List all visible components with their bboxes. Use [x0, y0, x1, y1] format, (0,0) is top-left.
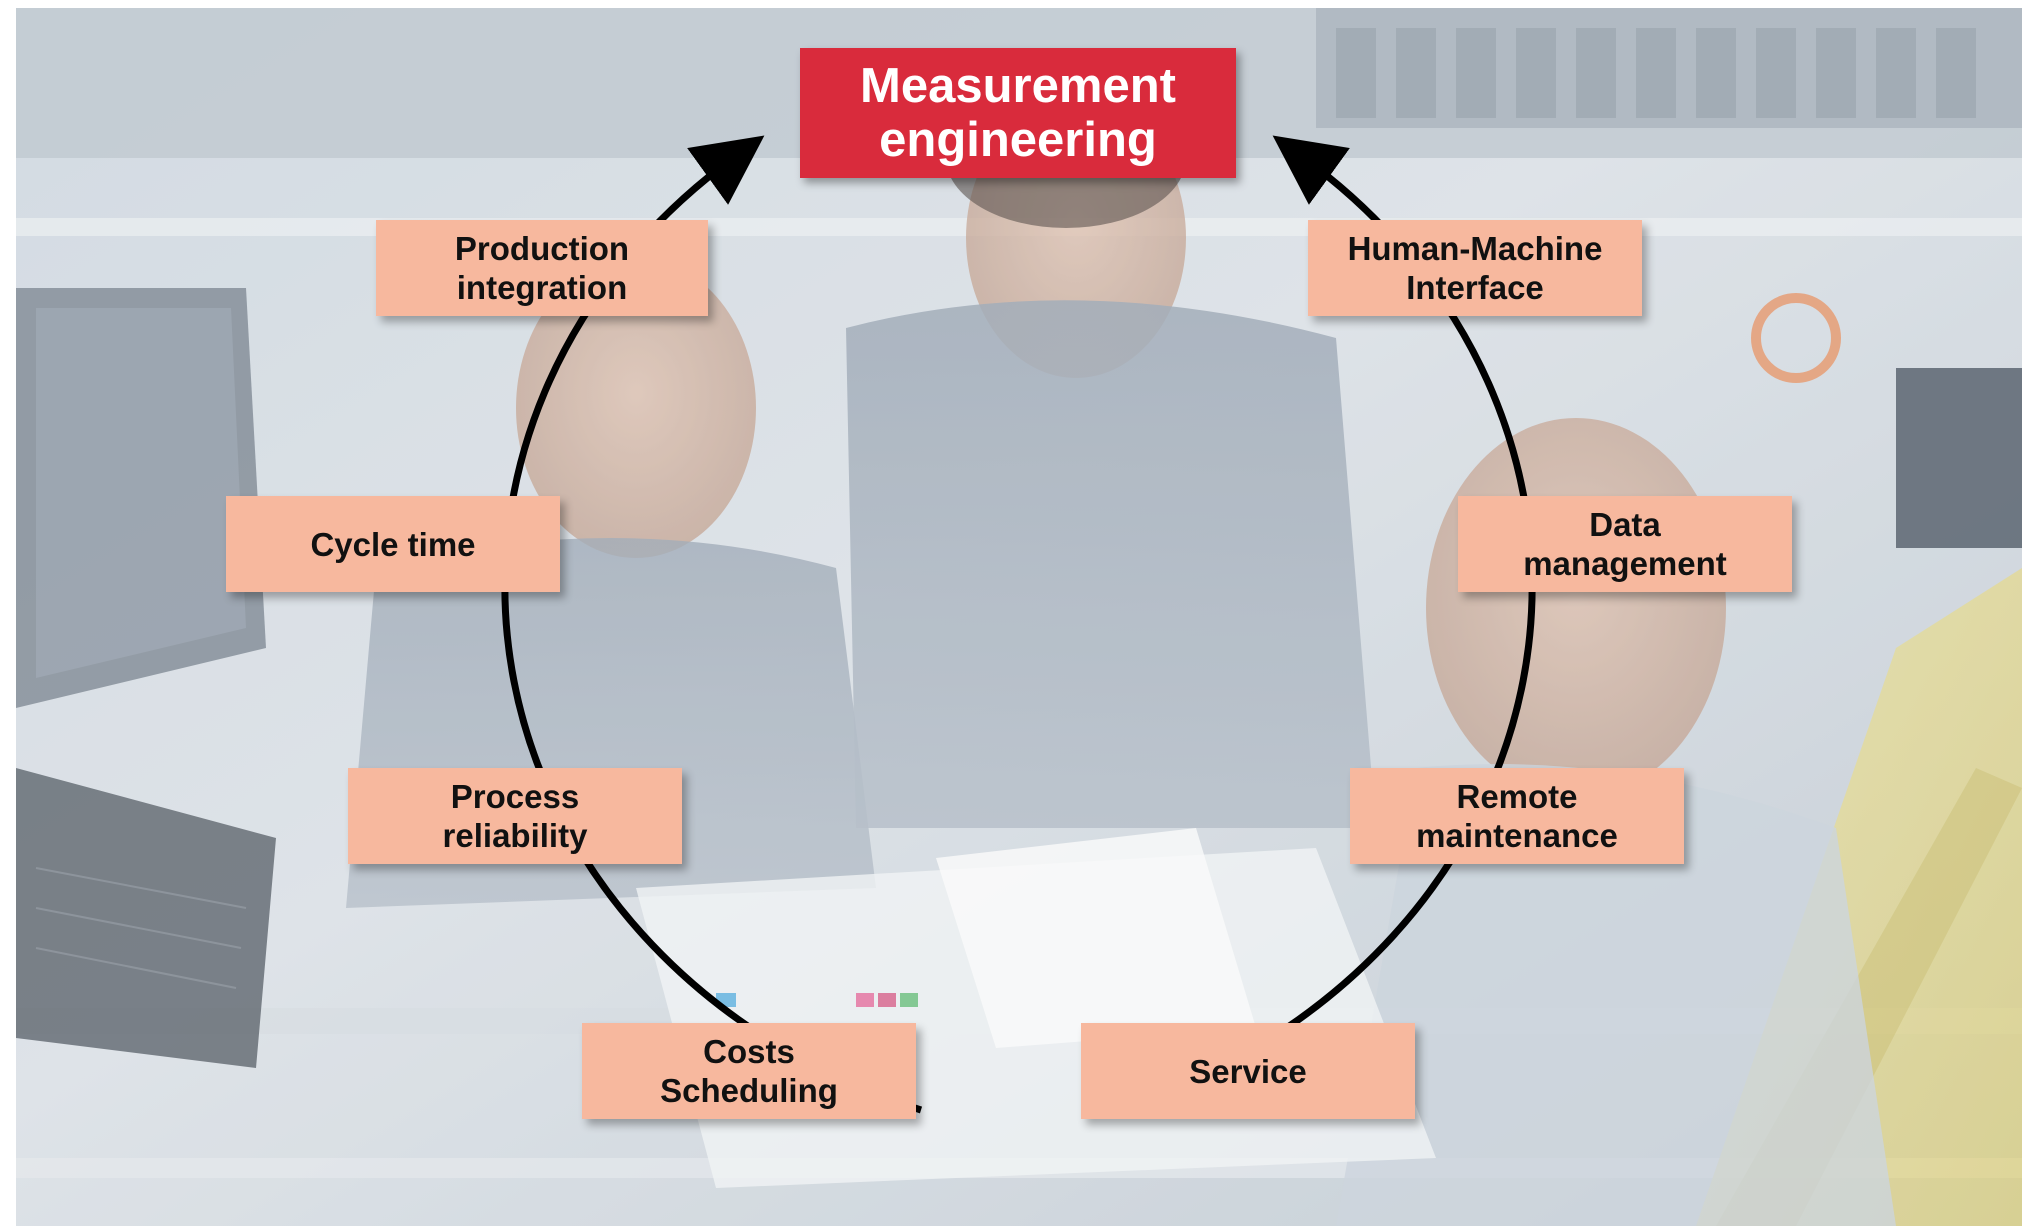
node-label-line: Process	[450, 778, 580, 815]
cycle-ring	[501, 135, 1536, 1114]
node-label-line: Interface	[1406, 269, 1544, 306]
title-line-2: engineering	[879, 113, 1157, 167]
node-label-line: Remote	[1456, 778, 1578, 815]
node-label-line: Service	[1189, 1052, 1307, 1090]
node-label-line: integration	[456, 269, 628, 306]
node-human-machine-interface: Human-Machine Interface	[1308, 220, 1642, 316]
node-cycle-time: Cycle time	[226, 496, 560, 592]
node-production-integration: Production integration	[376, 220, 708, 316]
node-label-line: Data	[1589, 506, 1661, 543]
background-photo	[16, 8, 2022, 1226]
node-process-reliability: Process reliability	[348, 768, 682, 864]
node-label-line: Costs	[703, 1033, 795, 1070]
node-label-line: Production	[454, 230, 630, 267]
node-label-line: Human-Machine	[1347, 230, 1603, 267]
node-remote-maintenance: Remote maintenance	[1350, 768, 1684, 864]
node-label-line: reliability	[442, 817, 588, 854]
title-measurement-engineering: Measurement engineering	[800, 48, 1236, 178]
node-costs-scheduling: Costs Scheduling	[582, 1023, 916, 1119]
node-label-line: maintenance	[1416, 817, 1618, 854]
node-data-management: Data management	[1458, 496, 1792, 592]
node-label-line: management	[1523, 545, 1727, 582]
node-service: Service	[1081, 1023, 1415, 1119]
node-label-line: Cycle time	[310, 525, 476, 563]
title-line-1: Measurement	[860, 59, 1176, 113]
diagram-canvas: Measurement engineering Production integ…	[16, 8, 2022, 1226]
node-label-line: Scheduling	[660, 1072, 838, 1109]
